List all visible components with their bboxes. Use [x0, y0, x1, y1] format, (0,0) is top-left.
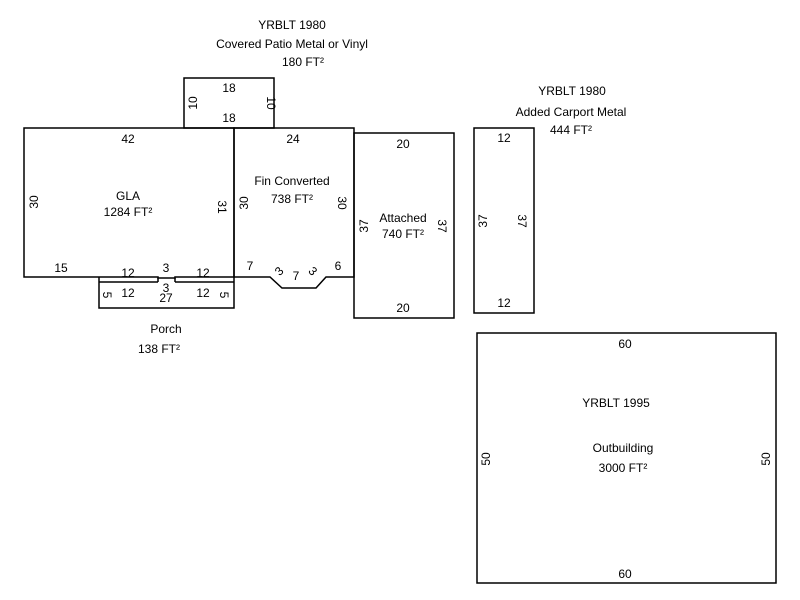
outbuilding-name: Outbuilding	[593, 441, 654, 455]
patio-dim-bottom: 18	[222, 111, 236, 125]
fin-dim-left: 30	[237, 196, 251, 210]
gla-dim-right: 31	[215, 200, 229, 214]
patio-dim-top: 18	[222, 81, 236, 95]
outbuilding-dim-bottom: 60	[618, 567, 632, 581]
outbuilding-area: 3000 FT²	[599, 461, 648, 475]
gla-dim-bottom-b: 3	[163, 261, 170, 275]
gla-dim-bottom-c: 12	[196, 266, 210, 280]
carport-dim-right: 37	[515, 214, 529, 228]
carport-area: 444 FT²	[550, 123, 592, 137]
gla-name: GLA	[116, 189, 140, 203]
porch-dim-right: 5	[217, 292, 231, 299]
patio-name: Covered Patio Metal or Vinyl	[216, 37, 368, 51]
porch-dim-top-b: 3	[163, 281, 170, 295]
fin-dim-right: 30	[335, 196, 349, 210]
outbuilding-year: YRBLT 1995	[582, 396, 650, 410]
porch-name: Porch	[150, 322, 181, 336]
attached-outline	[353, 132, 455, 319]
carport-name: Added Carport Metal	[516, 105, 627, 119]
fin-area: 738 FT²	[271, 192, 313, 206]
carport-outline	[473, 127, 535, 314]
outbuilding-dim-left: 50	[479, 452, 493, 466]
patio-year: YRBLT 1980	[258, 18, 326, 32]
gla-dim-bottom-a: 12	[121, 266, 135, 280]
attached-dim-bottom: 20	[396, 301, 410, 315]
attached-dim-right: 37	[435, 219, 449, 233]
gla-dim-bottom-left: 15	[54, 261, 68, 275]
gla-area: 1284 FT²	[104, 205, 153, 219]
patio-area: 180 FT²	[282, 55, 324, 69]
fin-dim-notch-b: 7	[293, 269, 300, 283]
carport-dim-bottom: 12	[497, 296, 511, 310]
attached-name: Attached	[379, 211, 426, 225]
carport-dim-left: 37	[476, 214, 490, 228]
porch-dim-top-a: 12	[121, 286, 135, 300]
gla-outline	[23, 127, 235, 279]
patio-dim-left: 10	[186, 96, 200, 110]
gla-dim-top: 42	[121, 132, 135, 146]
carport-year: YRBLT 1980	[538, 84, 606, 98]
outbuilding-outline	[476, 332, 777, 584]
attached-area: 740 FT²	[382, 227, 424, 241]
porch-dim-bottom: 27	[159, 291, 173, 305]
porch-area: 138 FT²	[138, 342, 180, 356]
porch-dim-top-c: 12	[196, 286, 210, 300]
patio-dim-right: 10	[264, 96, 278, 110]
fin-dim-notch-a: 3	[272, 264, 287, 279]
porch-dim-left: 5	[100, 292, 114, 299]
carport-dim-top: 12	[497, 131, 511, 145]
attached-dim-top: 20	[396, 137, 410, 151]
fin-dim-bottom-left: 7	[247, 259, 254, 273]
porch-outline	[98, 277, 235, 309]
fin-dim-top: 24	[286, 132, 300, 146]
outbuilding-dim-right: 50	[759, 452, 773, 466]
fin-dim-notch-c: 3	[306, 264, 321, 279]
outbuilding-dim-top: 60	[618, 337, 632, 351]
gla-dim-left: 30	[27, 195, 41, 209]
fin-name: Fin Converted	[254, 174, 329, 188]
fin-dim-bottom-right: 6	[335, 259, 342, 273]
attached-dim-left: 37	[357, 219, 371, 233]
